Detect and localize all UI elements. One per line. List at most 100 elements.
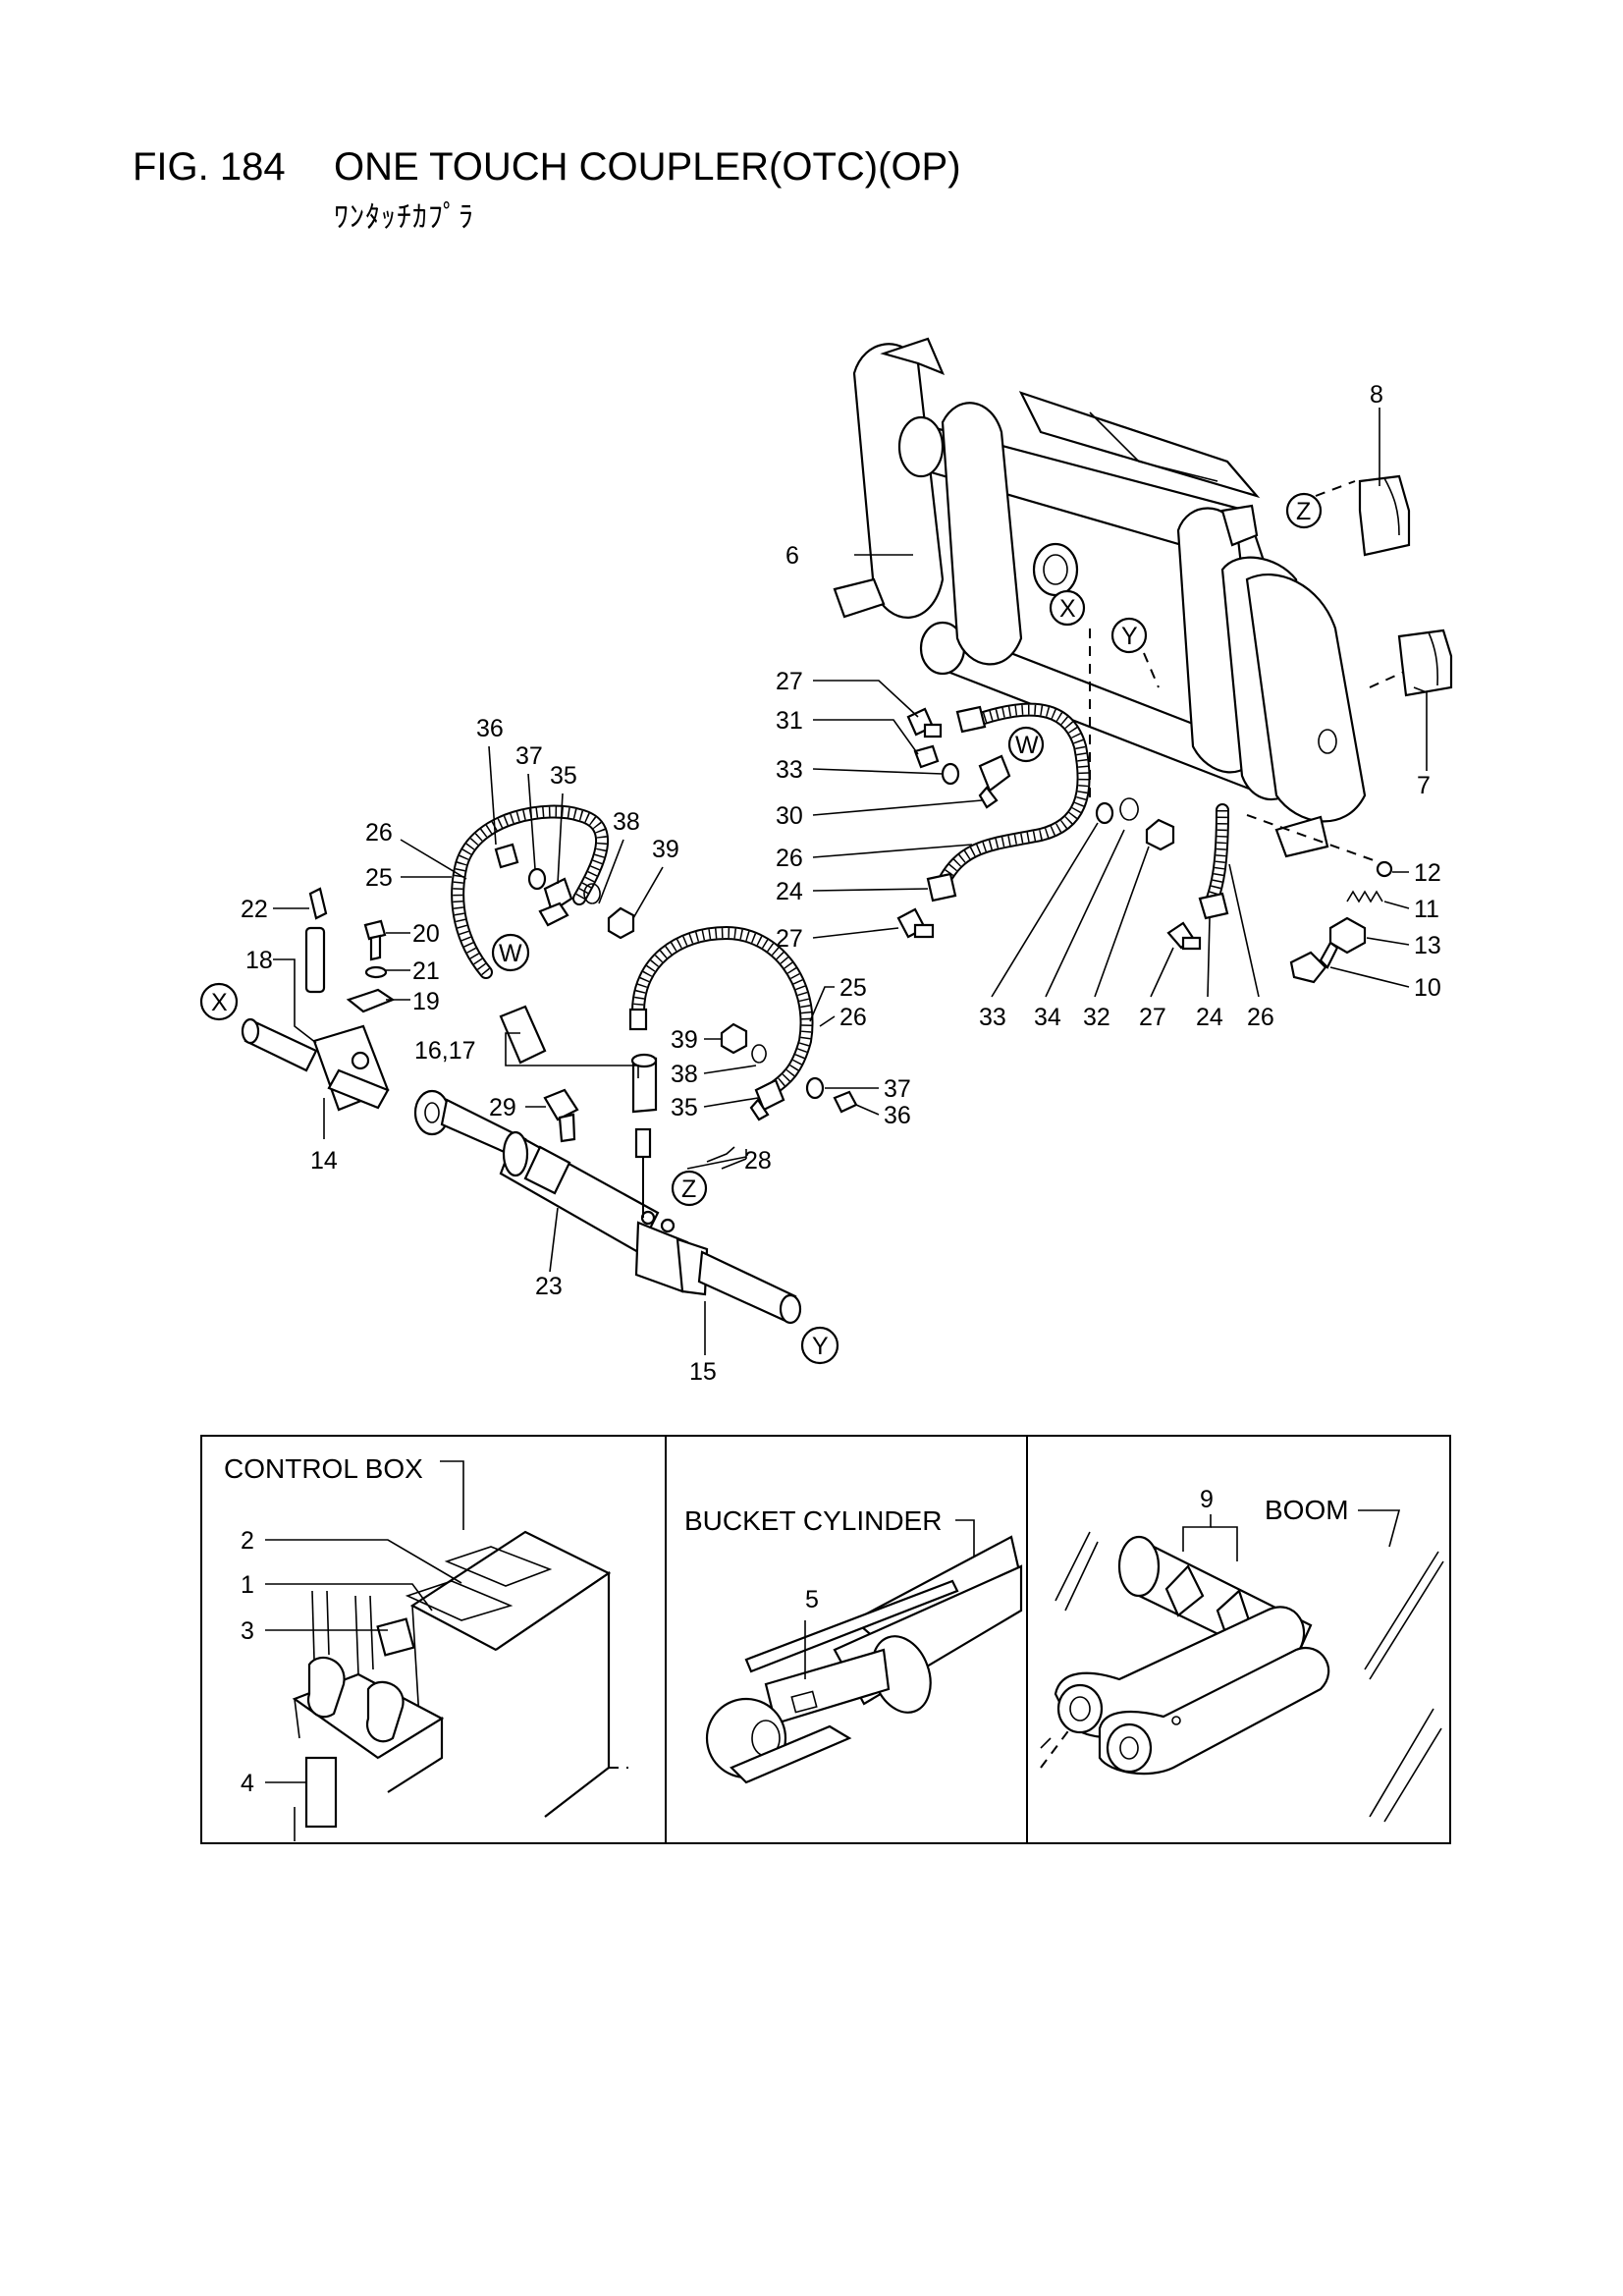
callout-38-middle: 38	[671, 1061, 698, 1088]
ref-x-cylinder: X	[199, 982, 239, 1021]
boom-label: BOOM	[1265, 1495, 1349, 1525]
callout-33-left: 33	[776, 756, 803, 784]
callout-35-upper: 35	[550, 762, 577, 790]
hose-26-center	[936, 702, 1091, 891]
bolt-10	[1289, 941, 1339, 984]
callout-2: 2	[241, 1527, 254, 1555]
panel-boom: BOOM 9	[1040, 1486, 1444, 1823]
callout-6: 6	[785, 542, 799, 570]
nut-32	[1145, 818, 1175, 851]
fitting-26-middle	[628, 1008, 648, 1031]
callout-34: 34	[1034, 1004, 1061, 1031]
bolt-31	[913, 744, 940, 769]
detail-panels-frame	[200, 1435, 1451, 1844]
callout-24-right: 24	[1196, 1004, 1223, 1031]
callout-26-right: 26	[1247, 1004, 1274, 1031]
svg-text:Y: Y	[812, 1333, 829, 1360]
washer-37-middle	[805, 1076, 825, 1100]
callout-35-middle: 35	[671, 1094, 698, 1121]
callout-39-upper: 39	[652, 836, 679, 863]
callout-37-middle: 37	[884, 1075, 911, 1103]
callout-33-right: 33	[979, 1004, 1006, 1031]
callout-26-center: 26	[776, 845, 803, 872]
fitting-16-17	[499, 1005, 658, 1114]
ref-x-frame: X	[1049, 589, 1086, 627]
washer-34	[1119, 797, 1139, 821]
callout-23: 23	[535, 1273, 563, 1300]
svg-text:W: W	[1015, 732, 1039, 759]
panel-bucket-cylinder: BUCKET CYLINDER 5	[684, 1505, 1023, 1784]
callout-8: 8	[1370, 381, 1383, 409]
callout-31: 31	[776, 707, 803, 735]
control-box-label: CONTROL BOX	[224, 1453, 423, 1484]
callout-39-middle: 39	[671, 1026, 698, 1054]
callout-24-center: 24	[776, 878, 803, 905]
nut-39-middle	[720, 1022, 748, 1055]
callout-5: 5	[805, 1586, 819, 1613]
clip-38-upper	[583, 883, 601, 904]
ref-z-frame: Z	[1285, 492, 1323, 529]
figure-title: ONE TOUCH COUPLER(OTC)(OP)	[334, 145, 961, 189]
callout-20: 20	[412, 920, 440, 948]
svg-text:W: W	[499, 940, 522, 967]
fitting-28	[634, 1127, 652, 1218]
callout-30: 30	[776, 802, 803, 830]
ref-y-frame: Y	[1110, 617, 1148, 654]
callout-3: 3	[241, 1617, 254, 1645]
elbow-29	[543, 1088, 579, 1143]
callout-38-upper: 38	[613, 808, 640, 836]
part-callouts: 8 6 7 12 11 13 10 27 31 33 30 26 24 27 3…	[241, 381, 1441, 1386]
washer-33-right	[1095, 801, 1114, 825]
callout-18: 18	[245, 947, 273, 974]
callout-4: 4	[241, 1770, 254, 1797]
callout-12: 12	[1414, 859, 1441, 887]
callout-29: 29	[489, 1094, 516, 1121]
bucket-cylinder-label: BUCKET CYLINDER	[684, 1505, 942, 1536]
callout-15: 15	[689, 1358, 717, 1386]
callout-9: 9	[1200, 1486, 1214, 1513]
fitting-top-center	[955, 705, 987, 734]
svg-text:X: X	[1059, 595, 1076, 623]
washer-21	[364, 965, 388, 979]
callout-36-middle: 36	[884, 1102, 911, 1129]
plug-22	[308, 887, 328, 920]
callout-13: 13	[1414, 932, 1441, 959]
callout-32: 32	[1083, 1004, 1110, 1031]
clamp-30	[978, 754, 1011, 809]
callout-11: 11	[1414, 896, 1439, 923]
hose-26-right	[1206, 803, 1229, 905]
callout-36-upper: 36	[476, 715, 504, 742]
callout-26-upper: 26	[365, 819, 393, 847]
callout-21: 21	[412, 957, 440, 985]
panel-control-box: CONTROL BOX 2 1 3 4	[224, 1453, 628, 1841]
callout-7: 7	[1417, 772, 1431, 799]
svg-text:Z: Z	[1296, 498, 1311, 525]
svg-text:X: X	[211, 989, 228, 1016]
figure-number: FIG. 184	[133, 145, 286, 189]
callout-27-right: 27	[1139, 1004, 1166, 1031]
pin-18	[304, 926, 326, 994]
spring-11	[1346, 890, 1383, 903]
washer-33-left	[941, 762, 960, 786]
elbow-27-lower	[896, 907, 935, 939]
clamp-35-middle	[749, 1078, 785, 1121]
bolt-36-middle	[833, 1090, 858, 1114]
callout-14: 14	[310, 1147, 338, 1175]
clamp-35-upper	[538, 877, 573, 927]
callout-28: 28	[744, 1147, 772, 1175]
fitting-24-center	[926, 872, 957, 902]
washer-37-upper	[527, 867, 547, 891]
callout-37-upper: 37	[515, 742, 543, 770]
callout-27-top: 27	[776, 668, 803, 695]
fitting-36-upper	[494, 843, 519, 869]
svg-text:Z: Z	[681, 1175, 696, 1203]
callout-26-middle: 26	[839, 1004, 867, 1031]
callout-25-middle: 25	[839, 974, 867, 1002]
ref-w-center: W	[1007, 726, 1045, 763]
callout-27-lower: 27	[776, 925, 803, 953]
ball-12	[1376, 860, 1393, 878]
callout-25-upper: 25	[365, 864, 393, 892]
callout-10: 10	[1414, 974, 1441, 1002]
callout-16-17: 16,17	[414, 1037, 476, 1065]
